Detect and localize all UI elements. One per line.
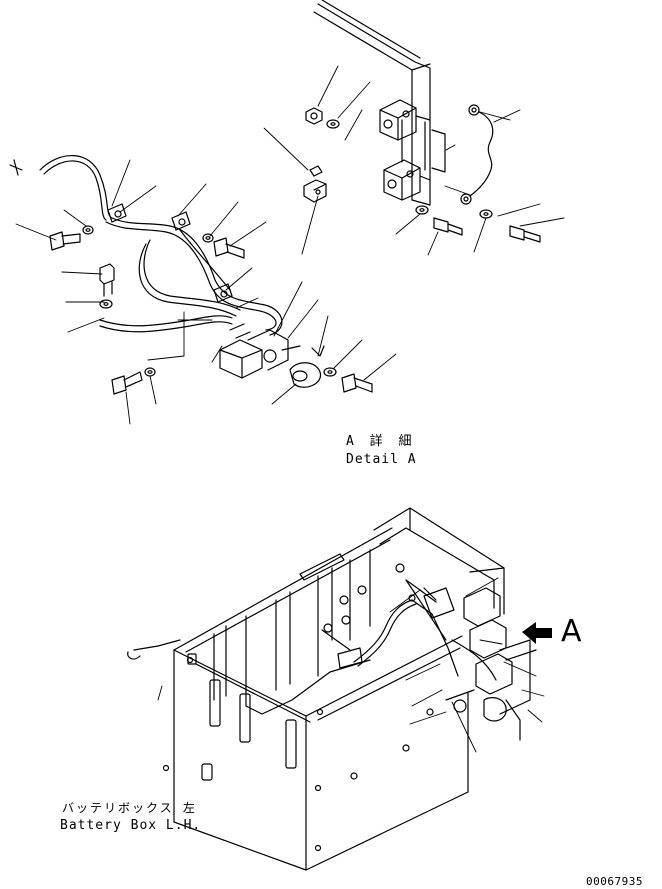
box-relay-assembly xyxy=(405,579,537,741)
wire-harness xyxy=(9,155,283,336)
washer xyxy=(99,299,113,309)
front-slots xyxy=(187,653,297,781)
box-holes xyxy=(162,563,434,852)
washer xyxy=(82,225,94,235)
harness-clamp xyxy=(213,283,233,303)
cable-clip-bracket xyxy=(303,165,327,203)
bolt xyxy=(213,237,245,259)
battery-relay-lower xyxy=(383,159,431,201)
document-number: 00067935 xyxy=(586,875,643,888)
box-partitions xyxy=(213,549,371,715)
circuit-breaker xyxy=(219,323,301,379)
washer xyxy=(326,119,340,129)
box-harness xyxy=(127,579,459,677)
relay-bracket xyxy=(401,119,446,173)
ground-wire-right xyxy=(460,104,494,205)
washer xyxy=(202,233,214,243)
view-arrow-icon xyxy=(522,622,552,644)
detail-title-jp: A 詳 細 xyxy=(346,434,416,449)
detail-a-view xyxy=(9,0,565,425)
view-callout-label: A xyxy=(561,614,582,649)
battery-box-lh xyxy=(127,507,552,871)
battery-box-label-en: Battery Box L.H. xyxy=(60,818,202,833)
panel-wall xyxy=(313,0,431,206)
washer xyxy=(415,205,429,215)
washer xyxy=(144,367,156,377)
nut xyxy=(305,107,323,125)
harness-clamp xyxy=(171,211,191,231)
box-leader-lines xyxy=(157,577,545,753)
washer xyxy=(479,209,493,219)
bolt xyxy=(509,225,541,243)
battery-box-label-jp: バッテリボックス 左 xyxy=(62,801,197,815)
bolt xyxy=(49,231,81,251)
bolt xyxy=(111,371,143,395)
washer xyxy=(323,367,337,377)
box-body xyxy=(173,507,505,871)
harness-clamp xyxy=(107,203,127,223)
leader-lines xyxy=(15,65,565,425)
bolt-vertical xyxy=(99,263,115,297)
bolt xyxy=(433,217,463,236)
battery-relay-upper xyxy=(379,99,431,141)
bolt xyxy=(341,373,373,393)
detail-title-en: Detail A xyxy=(346,452,417,467)
fuse-holder xyxy=(289,345,325,388)
